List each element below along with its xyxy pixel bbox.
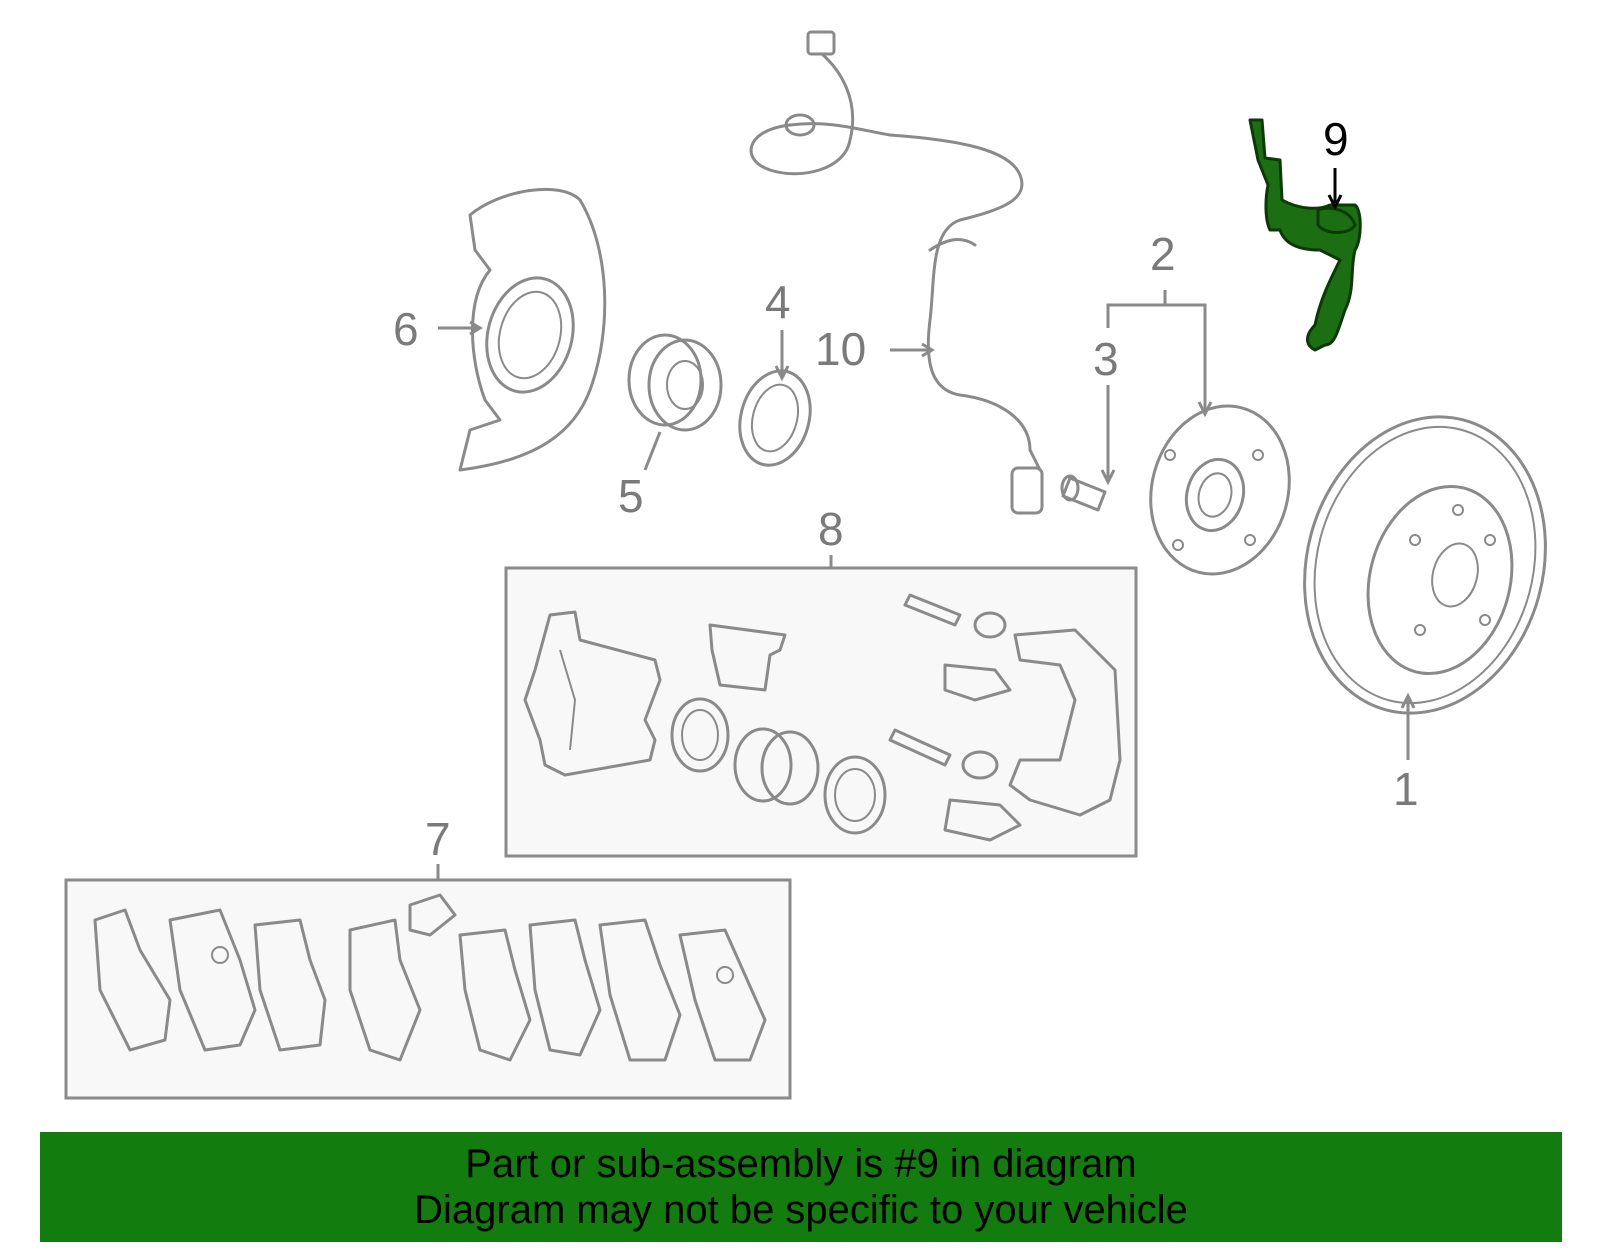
callout-4: 4 <box>765 276 791 328</box>
callout-2: 2 <box>1150 228 1176 280</box>
banner-line-1: Part or sub-assembly is #9 in diagram <box>465 1142 1137 1186</box>
brake-disc-part-1[interactable] <box>1272 390 1578 741</box>
banner-line-2: Diagram may not be specific to your vehi… <box>414 1188 1188 1232</box>
snap-ring-part-4[interactable] <box>730 363 821 473</box>
wheel-hub-part-2[interactable] <box>1132 390 1307 589</box>
leader-5 <box>643 431 662 471</box>
callout-6: 6 <box>393 303 419 355</box>
pad-set-box <box>64 878 792 1100</box>
callout-10: 10 <box>815 323 866 375</box>
leader-2 <box>1106 303 1207 410</box>
abs-sensor-wire-part-10[interactable] <box>749 30 1044 515</box>
wheel-speed-sensor-part-9[interactable] <box>1248 118 1362 352</box>
callout-3: 3 <box>1093 333 1119 385</box>
leader-6-arrow <box>469 320 483 336</box>
callout-5: 5 <box>618 470 644 522</box>
callout-9: 9 <box>1323 113 1349 165</box>
leader-2-arrow <box>1197 401 1213 418</box>
leader-3-arrow <box>1100 469 1116 486</box>
leader-10-arrow <box>921 342 935 358</box>
dust-shield-part-6[interactable] <box>458 187 607 472</box>
caliper-kit-box <box>504 566 1138 858</box>
caliper-kit-part-8[interactable] <box>523 593 1122 842</box>
callout-8: 8 <box>818 503 844 555</box>
wheel-bearing-part-5[interactable] <box>627 333 723 432</box>
hub-bolt-part-3[interactable] <box>1060 474 1107 512</box>
part-notice-banner: Part or sub-assembly is #9 in diagram Di… <box>40 1132 1562 1242</box>
leader-9-arrow <box>1327 194 1343 211</box>
leader-1-arrow <box>1400 692 1416 709</box>
callout-1: 1 <box>1393 763 1419 815</box>
brake-pad-set-part-7[interactable] <box>93 893 767 1062</box>
leader-4-arrow <box>774 365 790 382</box>
callout-7: 7 <box>425 813 451 865</box>
